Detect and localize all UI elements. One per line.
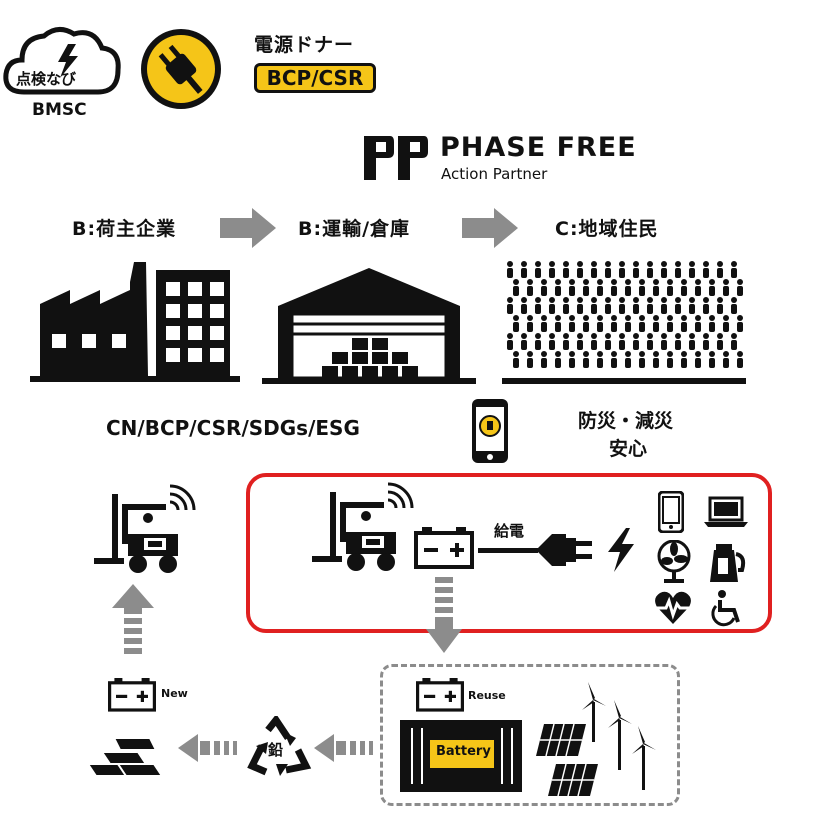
stage-label-shipper: B:荷主企業	[72, 218, 177, 240]
plug-icon	[141, 29, 221, 109]
container-label: Battery	[436, 744, 491, 759]
left-arrow-1	[178, 734, 237, 762]
flow-arrow-1	[220, 208, 276, 248]
smartphone-icon	[472, 399, 508, 463]
container-icon	[400, 720, 522, 792]
phone-icon	[658, 491, 684, 533]
bmsc-logo: 点検なび BMSC	[2, 20, 122, 120]
reuse-label: Reuse	[468, 689, 506, 702]
donor-title: 電源ドナー	[254, 34, 355, 56]
up-arrow	[112, 584, 154, 654]
phase-free-subtitle: Action Partner	[441, 165, 548, 183]
down-arrow	[426, 577, 462, 653]
forklift-icon	[312, 482, 414, 571]
battery-icon	[416, 678, 464, 712]
phase-free-mark	[360, 134, 432, 182]
donor-badge: BCP/CSR	[254, 63, 376, 93]
warehouse-icon	[262, 268, 476, 384]
bmsc-cloud-text: 点検なび	[16, 70, 77, 88]
caption-right-line1: 防災・減災	[578, 410, 674, 432]
kettle-icon	[710, 544, 746, 582]
wheelchair-icon	[711, 590, 740, 627]
reuse-frame	[380, 664, 680, 806]
power-supply-frame	[246, 473, 772, 633]
laptop-icon	[704, 496, 748, 527]
cloud-lightning-icon	[3, 27, 121, 95]
bmsc-caption: BMSC	[32, 100, 87, 120]
power-plug-icon	[478, 534, 592, 566]
factory-icon	[30, 262, 240, 382]
stage-label-logistics: B:運輸/倉庫	[298, 218, 411, 240]
recycle-label: 鉛	[268, 741, 284, 759]
battery-icon	[108, 678, 156, 712]
crowd-icon	[502, 261, 746, 384]
lead-ingot-icon	[86, 737, 164, 777]
phase-free-logo-icon	[364, 136, 428, 180]
battery-icon	[414, 527, 474, 569]
heart-pulse-icon	[655, 591, 691, 624]
denden-donor-logo: 電源ドナー BCP/CSR	[254, 30, 376, 93]
new-label: New	[161, 687, 188, 700]
wind-turbine-icon	[582, 682, 656, 790]
fan-icon	[657, 540, 691, 583]
plug-logo	[139, 27, 223, 111]
phase-free-title: PHASE FREE	[440, 132, 637, 163]
stage-label-residents: C:地域住民	[555, 218, 659, 240]
forklift-icon	[94, 484, 196, 573]
caption-left: CN/BCP/CSR/SDGs/ESG	[106, 416, 360, 440]
recycle-icon	[247, 716, 312, 776]
left-arrow-2	[314, 734, 373, 762]
flow-arrow-2	[462, 208, 518, 248]
supply-label: 給電	[494, 522, 525, 540]
solar-panel-icon	[536, 723, 598, 797]
lightning-icon	[608, 528, 634, 572]
caption-right-line2: 安心	[609, 438, 648, 460]
